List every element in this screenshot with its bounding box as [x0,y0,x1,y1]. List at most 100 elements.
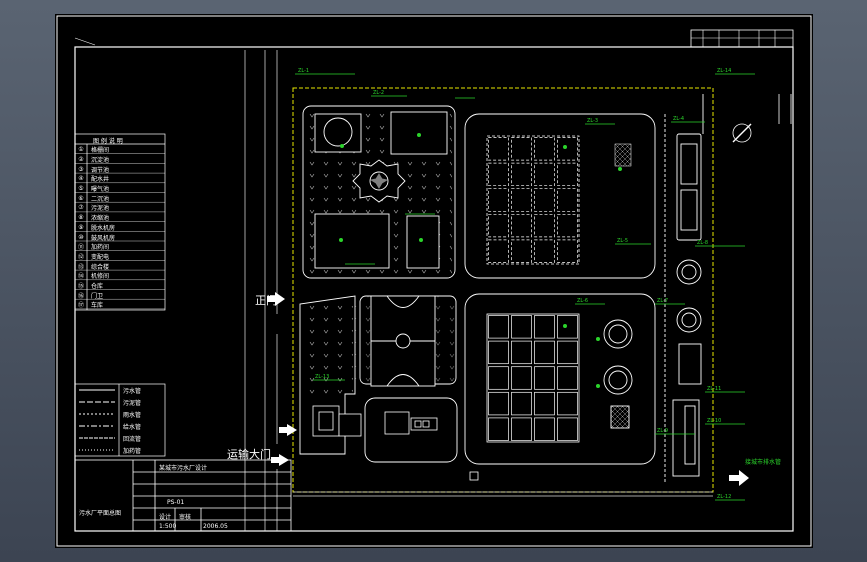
tank-cell [511,213,532,238]
legend-text: 仓库 [91,282,104,290]
tank-cell [488,137,509,161]
tank-cell [557,417,578,441]
tank-cell [488,391,509,416]
svg-text:ZL-8: ZL-8 [697,240,708,246]
tank-cell [557,366,578,390]
legend-row: ⑦ 污泥池 [75,203,165,213]
legend-text: 二沉池 [91,195,110,203]
legend-text: 加药间 [91,244,110,252]
legend-text: 门卫 [91,292,104,300]
legend-table-frame [74,133,166,457]
legend-row: ⑪ 加药间 [75,242,165,252]
pipe-legend-row: 加药管 [75,444,165,456]
legend-row: ③ 调节池 [75,164,165,174]
tank-cell [557,137,578,161]
north-arrow [732,94,792,143]
site-plan-drawing: ZL-1ZL-2ZL-3 ZL-4ZL-5ZL-6 ZL-7ZL-8ZL-9 Z… [56,15,812,547]
leader-labels: ZL-1ZL-2ZL-3 ZL-4ZL-5ZL-6 ZL-7ZL-8ZL-9 Z… [298,68,731,500]
legend-num: ⑦ [78,204,84,212]
road [244,50,278,531]
legend-text: 变配电 [91,253,110,261]
legend-num: ⑥ [78,194,84,202]
legend-num: ⑯ [77,292,84,300]
legend-text: 脱水机房 [91,224,116,232]
basketball-court [370,295,436,387]
legend-num: ⑮ [77,282,84,290]
tank-cell [511,417,532,441]
title-role2: 审核 [179,514,192,521]
legend-text: 机修间 [91,273,110,281]
pipe-legend-row: 污水管 [75,384,165,396]
tank-cell [488,162,509,187]
legend-num: ⑭ [77,273,84,281]
tank-cell [557,213,578,238]
tank-cell [557,340,578,365]
green-belt-b [303,304,353,394]
legend-text: 污泥池 [91,205,110,213]
pipe-legend-list: 污水管污泥管雨水管给水管回流管加药管 [75,384,165,456]
svg-text:ZL-1: ZL-1 [298,68,309,74]
pipe-legend-text: 雨水管 [123,411,142,419]
svg-text:ZL-4: ZL-4 [673,116,684,122]
legend-text: 调节池 [91,166,110,174]
title-drawing: 污水厂平面总图 [79,510,122,517]
svg-text:ZL-2: ZL-2 [373,90,384,96]
tank-cell [557,188,578,212]
pipe-line-icon [79,449,115,451]
legend-num: ⑧ [78,214,84,222]
legend-num: ① [78,146,84,154]
legend-text: 鼓风机房 [91,234,116,242]
pipe-line-icon [79,389,115,391]
svg-text:ZL-7: ZL-7 [657,298,668,304]
tank-cell [534,417,555,441]
title-date: 2006.05 [203,523,228,530]
tank-grid-top [486,135,580,265]
svg-text:ZL-10: ZL-10 [707,418,721,424]
legend-num: ⑫ [77,253,84,261]
legend-text: 曝气池 [91,186,110,194]
tank-cell [488,188,509,212]
pipe-legend-text: 污水管 [123,387,142,395]
tank-cell [511,366,532,390]
legend-num: ③ [78,165,84,173]
legend-row: ⑤ 曝气池 [75,184,165,194]
pipe-legend-text: 污泥管 [123,399,142,407]
tank-cell [511,391,532,416]
tank-cell [557,315,578,339]
tank-cell [511,188,532,212]
tank-cell [557,239,578,263]
title-code: PS-01 [167,499,185,506]
legend-row: ⑮ 仓库 [75,281,165,291]
tank-cell [534,315,555,339]
tank-cell [511,162,532,187]
title-block-frame [74,459,292,532]
pipe-legend-text: 给水管 [123,423,142,431]
pipe-line-icon [79,437,115,439]
tank-cell [534,162,555,187]
gate-buildings [312,405,479,481]
tank-cells [488,137,578,263]
pipe-legend-text: 回流管 [123,435,142,443]
svg-text:ZL-3: ZL-3 [587,118,598,124]
legend-num: ⑤ [78,185,84,193]
svg-text:ZL-9: ZL-9 [657,428,668,434]
tank-cells [488,315,578,441]
legend-num: ⑪ [77,244,84,252]
pipe-line-icon [79,413,115,415]
arrow-note: 接城市排水管 [745,459,782,466]
tank-cell [534,213,555,238]
tank-cell [534,391,555,416]
tank-cell [511,239,532,263]
leaders [295,73,755,501]
legend-row: ⑫ 变配电 [75,252,165,262]
circular-tanks [603,259,702,429]
revision-block [690,29,794,48]
